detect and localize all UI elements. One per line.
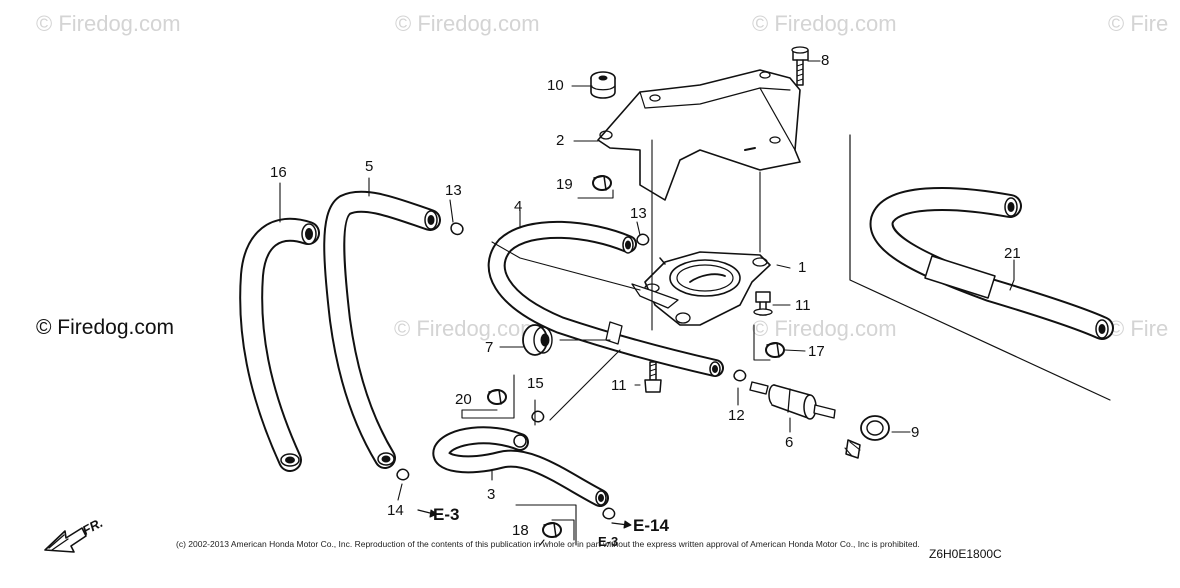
clamp-19 bbox=[592, 175, 612, 191]
watermark: © Fire bbox=[1108, 11, 1169, 36]
grommet-10 bbox=[590, 71, 616, 99]
diagram-code: Z6H0E1800C bbox=[929, 547, 1002, 561]
callout-10: 10 bbox=[547, 77, 564, 94]
hose-16 bbox=[239, 217, 320, 472]
clamp-17 bbox=[765, 342, 785, 358]
callout-11-upper: 11 bbox=[795, 297, 811, 314]
clip-15 bbox=[531, 410, 545, 423]
callout-19: 19 bbox=[556, 176, 573, 193]
callout-8: 8 bbox=[821, 52, 830, 69]
hose-5 bbox=[323, 190, 441, 469]
front-direction-arrow bbox=[44, 527, 87, 553]
group-bracket bbox=[849, 134, 1111, 401]
callout-2: 2 bbox=[556, 132, 565, 149]
clip-14 bbox=[396, 468, 410, 481]
clip-13-left bbox=[450, 222, 464, 236]
copyright-notice: (c) 2002-2013 American Honda Motor Co., … bbox=[176, 539, 920, 549]
callout-13-right: 13 bbox=[630, 205, 647, 222]
hose-4 bbox=[487, 220, 724, 377]
callout-6: 6 bbox=[785, 434, 794, 451]
callout-20: 20 bbox=[455, 391, 472, 408]
watermark: © Firedog.com bbox=[394, 316, 539, 341]
watermark: © Firedog.com bbox=[752, 316, 897, 341]
callout-12: 12 bbox=[728, 407, 745, 424]
watermark: © Firedog.com bbox=[36, 11, 181, 36]
callout-11-lower: 11 bbox=[611, 377, 627, 394]
clamp-20 bbox=[487, 389, 507, 405]
reference-e3-partial[interactable]: E-3 bbox=[598, 534, 619, 549]
callout-3: 3 bbox=[487, 486, 496, 503]
bracket-2 bbox=[597, 69, 801, 201]
hose-21 bbox=[869, 186, 1114, 340]
watermark: © Firedog.com bbox=[752, 11, 897, 36]
clamp-18 bbox=[542, 522, 562, 538]
watermark-main: © Firedog.com bbox=[36, 316, 175, 339]
watermark: © Firedog.com bbox=[395, 11, 540, 36]
callout-13-left: 13 bbox=[445, 182, 462, 199]
callout-17: 17 bbox=[808, 343, 825, 360]
callout-15: 15 bbox=[527, 375, 544, 392]
callout-16: 16 bbox=[270, 164, 287, 181]
pump-body-1 bbox=[631, 251, 771, 326]
callout-1: 1 bbox=[798, 259, 807, 276]
bolt-8 bbox=[791, 46, 809, 86]
callout-14: 14 bbox=[387, 502, 404, 519]
clip-12 bbox=[733, 369, 747, 382]
callout-4: 4 bbox=[514, 198, 523, 215]
fuel-filter-6 bbox=[749, 381, 836, 420]
callout-21: 21 bbox=[1004, 245, 1021, 262]
bolt-11-upper bbox=[753, 291, 773, 316]
callout-5: 5 bbox=[365, 158, 374, 175]
callout-9: 9 bbox=[911, 424, 920, 441]
clip-13-right bbox=[636, 233, 650, 246]
callout-7: 7 bbox=[485, 339, 494, 356]
bolt-11-lower bbox=[644, 361, 662, 393]
leader-lines bbox=[279, 60, 1015, 546]
grommet-7 bbox=[522, 324, 553, 356]
fitting-9 bbox=[844, 415, 890, 459]
callout-18: 18 bbox=[512, 522, 529, 539]
reference-e3[interactable]: E-3 bbox=[433, 505, 460, 524]
reference-e14[interactable]: E-14 bbox=[633, 516, 669, 535]
clip-e14 bbox=[602, 507, 616, 520]
hose-3 bbox=[432, 426, 609, 507]
watermark: © Fire bbox=[1108, 316, 1169, 341]
